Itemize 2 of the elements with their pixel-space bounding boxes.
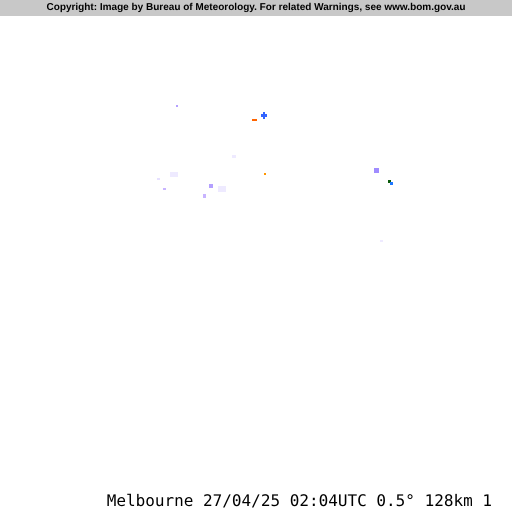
radar-info-text: Melbourne 27/04/25 02:04UTC 0.5° 128km 1	[106, 491, 492, 510]
copyright-banner: Copyright: Image by Bureau of Meteorology. For related Warnings, see www.bom.gov.au	[0, 0, 512, 16]
